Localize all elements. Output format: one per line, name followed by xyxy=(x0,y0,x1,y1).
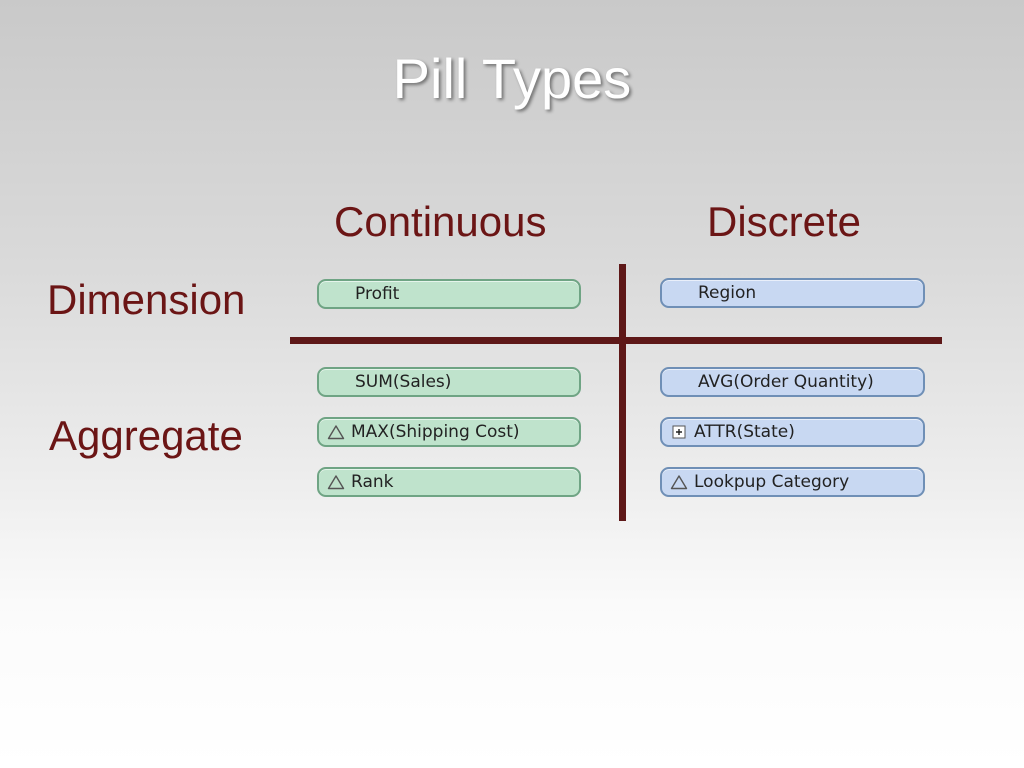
pill-label: ATTR(State) xyxy=(694,422,795,442)
pill-label: Region xyxy=(698,283,757,303)
horizontal-divider xyxy=(290,337,942,344)
pill-label: Profit xyxy=(355,284,400,304)
triangle-icon xyxy=(325,421,347,443)
pill-lookup-category[interactable]: Lookpup Category xyxy=(660,467,925,497)
pill-avg-order-quantity[interactable]: AVG(Order Quantity) xyxy=(660,367,925,397)
pill-sum-sales[interactable]: SUM(Sales) xyxy=(317,367,581,397)
pill-region[interactable]: Region xyxy=(660,278,925,308)
pill-attr-state[interactable]: ATTR(State) xyxy=(660,417,925,447)
plus-box-icon[interactable] xyxy=(668,421,690,443)
pill-rank[interactable]: Rank xyxy=(317,467,581,497)
pill-label: Lookpup Category xyxy=(694,472,850,492)
triangle-icon xyxy=(325,471,347,493)
pill-label: SUM(Sales) xyxy=(355,372,452,392)
pill-label: Rank xyxy=(351,472,394,492)
vertical-divider xyxy=(619,264,626,521)
pill-label: AVG(Order Quantity) xyxy=(698,372,874,392)
pill-max-shipping-cost[interactable]: MAX(Shipping Cost) xyxy=(317,417,581,447)
pill-profit[interactable]: Profit xyxy=(317,279,581,309)
pill-label: MAX(Shipping Cost) xyxy=(351,422,520,442)
triangle-icon xyxy=(668,471,690,493)
row-header-aggregate: Aggregate xyxy=(49,412,243,459)
column-header-continuous: Continuous xyxy=(334,198,547,245)
slide-title: Pill Types xyxy=(392,47,632,110)
row-header-dimension: Dimension xyxy=(47,276,246,323)
column-header-discrete: Discrete xyxy=(707,198,862,245)
